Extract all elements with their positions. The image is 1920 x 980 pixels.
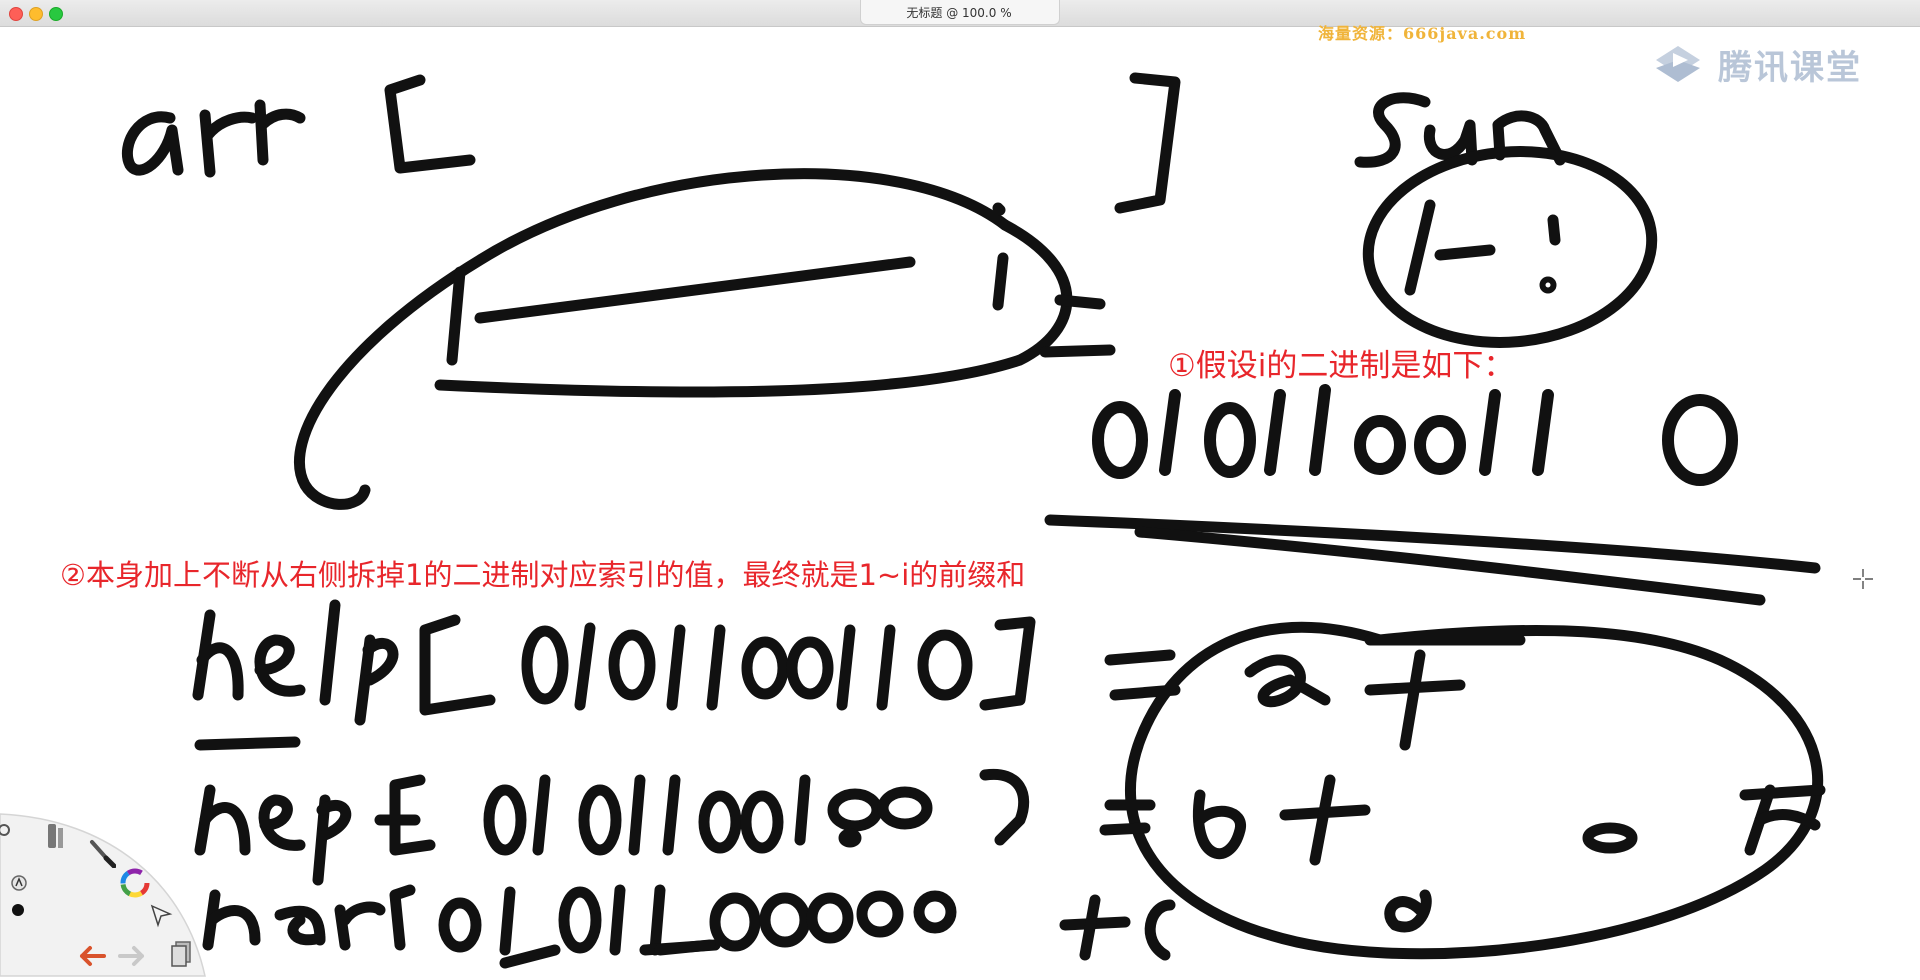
minimize-window-button[interactable]: [29, 7, 43, 21]
handwriting-sum-circle: [1124, 621, 1826, 960]
settings-icon[interactable]: [0, 820, 16, 840]
color-wheel-icon[interactable]: [120, 868, 150, 898]
handwriting-right-bracket: [1114, 72, 1181, 214]
handwriting-one-dash-i: [1362, 146, 1658, 348]
handwriting-sum: [1354, 92, 1566, 168]
window-title: 无标题 @ 100.0 %: [906, 6, 1012, 20]
handwriting-binary-number: [1092, 384, 1738, 486]
close-window-button[interactable]: [9, 7, 23, 21]
handwriting-range-oval: [294, 168, 1116, 510]
tool-palette: [0, 813, 206, 977]
annotation-note-1: ①假设i的二进制是如下：: [1168, 348, 1515, 384]
watermark-url: 海量资源：666java.com: [1318, 24, 1527, 43]
window-titlebar: 无标题 @ 100.0 %: [0, 0, 1920, 27]
handwriting-help-line-3: [202, 884, 1176, 969]
pointer-icon[interactable]: [148, 902, 174, 928]
drawing-canvas[interactable]: [0, 26, 1920, 972]
handwriting-help-line-2: [194, 768, 1371, 886]
undo-icon[interactable]: [78, 944, 108, 968]
ruler-icon[interactable]: [44, 822, 68, 850]
annotation-note-2: ②本身加上不断从右侧拆掉1的二进制对应索引的值，最终就是1~i的前缀和: [60, 558, 1026, 592]
pointer-mode-icon[interactable]: [10, 874, 28, 892]
brush-size-icon[interactable]: [10, 902, 26, 918]
redo-icon[interactable]: [116, 944, 146, 968]
layers-icon[interactable]: [168, 938, 194, 968]
handwriting-arr: [121, 74, 476, 178]
handwriting-underline-2: [1134, 526, 1766, 606]
brush-icon[interactable]: [88, 838, 116, 868]
crosshair-cursor-icon: [1853, 569, 1873, 589]
tencent-classroom-logo-icon: [1656, 46, 1700, 82]
brand-logo-text: 腾讯课堂: [1718, 48, 1862, 88]
handwriting-underline: [1044, 514, 1821, 574]
title-tab: [860, 0, 1060, 25]
handwriting-help-line-1: [192, 599, 1181, 751]
zoom-window-button[interactable]: [49, 7, 63, 21]
